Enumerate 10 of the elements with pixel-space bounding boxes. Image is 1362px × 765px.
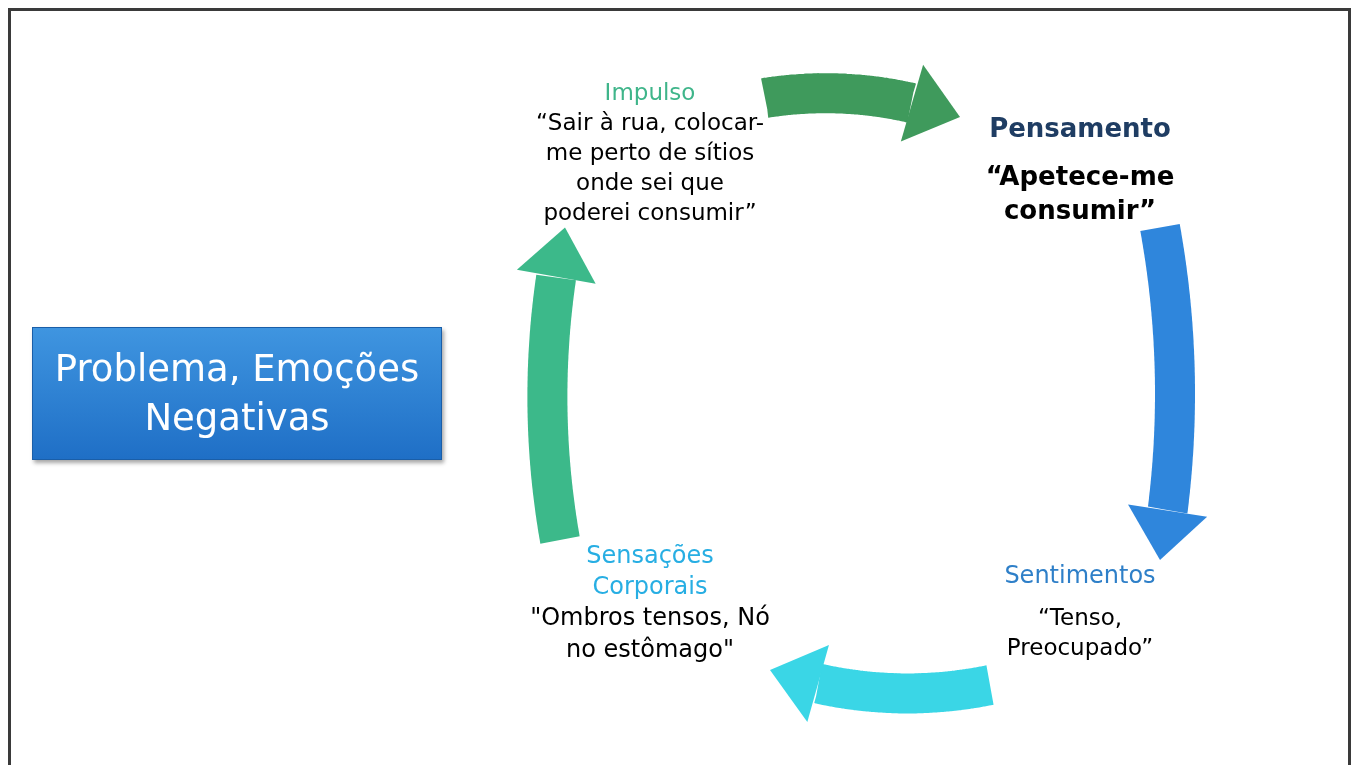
stage-title: Sensações Corporais [585, 540, 715, 603]
stage-quote: “Sair à rua, colocar-me perto de sítios onde sei que poderei consumir” [535, 107, 765, 227]
stage-quote: “Apetece-me consumir” [984, 159, 1176, 227]
stage-title: Impulso [604, 78, 696, 107]
stage-title: Pensamento [989, 112, 1171, 145]
stage-title: Sentimentos [1004, 560, 1156, 591]
stage-quote: “Tenso, Preocupado” [1005, 603, 1155, 663]
process-box [32, 327, 442, 460]
box-label: Problema, Emoções Negativas [53, 346, 421, 441]
stage-quote: "Ombros tensos, Nó no estômago" [530, 602, 770, 665]
